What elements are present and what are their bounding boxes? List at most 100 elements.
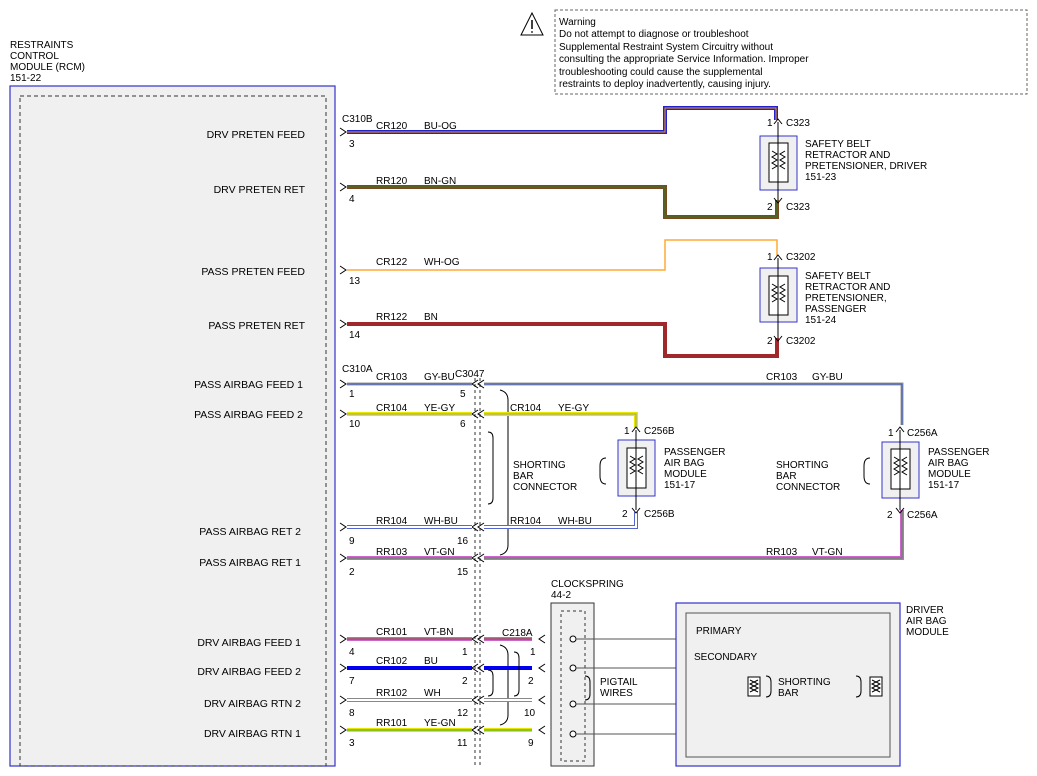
rcm-pin-label: DRV AIRBAG FEED 2 — [197, 666, 301, 678]
wire-label: BN — [424, 312, 438, 323]
svg-text:CONNECTOR: CONNECTOR — [513, 482, 577, 493]
wire-label: CR120 — [376, 121, 408, 132]
svg-text:1: 1 — [530, 647, 536, 658]
svg-text:2: 2 — [462, 676, 468, 687]
svg-text:YE-GY: YE-GY — [424, 403, 455, 414]
svg-text:9: 9 — [528, 738, 534, 749]
svg-text:SAFETY BELT: SAFETY BELT — [805, 139, 871, 150]
svg-text:1: 1 — [462, 647, 468, 658]
connector-c3047: C3047 5 6 16 15 1 2 12 11 — [455, 369, 509, 766]
warning-title: Warning — [559, 17, 596, 28]
rcm-pin-number: 2 — [349, 567, 355, 578]
connector-c310a: C310A — [342, 364, 373, 375]
passenger-airbag-c256a: 1 C256A 2 C256A PASSENGER AIR BAG MODULE… — [776, 426, 990, 521]
svg-text:PIGTAIL: PIGTAIL — [600, 677, 638, 688]
wire-label: CR122 — [376, 257, 408, 268]
svg-text:44-2: 44-2 — [551, 590, 571, 601]
rcm-pin-number: 13 — [349, 276, 361, 287]
svg-text:C3047: C3047 — [455, 369, 485, 380]
svg-text:PASSENGER: PASSENGER — [928, 447, 990, 458]
svg-text:1: 1 — [888, 428, 894, 439]
svg-text:RR103: RR103 — [376, 547, 408, 558]
preten-wire-labels: CR120 BU-OG RR120 BN-GN CR122 WH-OG RR12… — [376, 121, 460, 323]
svg-text:2: 2 — [622, 509, 628, 520]
svg-text:RR103: RR103 — [766, 547, 798, 558]
svg-text:VT-GN: VT-GN — [812, 547, 843, 558]
rcm-pin-number: 3 — [349, 139, 355, 150]
rcm-title-1: RESTRAINTS — [10, 40, 74, 51]
svg-text:AIR BAG: AIR BAG — [906, 616, 947, 627]
connector-c323-bottom: C323 — [786, 202, 810, 213]
svg-text:RR102: RR102 — [376, 688, 408, 699]
rcm-pin-label: PASS PRETEN FEED — [201, 266, 305, 278]
svg-text:BAR: BAR — [776, 471, 797, 482]
clockspring-terminal — [569, 664, 577, 672]
svg-text:PRETENSIONER,: PRETENSIONER, — [805, 293, 887, 304]
svg-text:PASSENGER: PASSENGER — [664, 447, 726, 458]
svg-text:YE-GN: YE-GN — [424, 718, 456, 729]
rcm-pin-label: PASS AIRBAG FEED 1 — [194, 379, 303, 391]
svg-text:15: 15 — [457, 567, 469, 578]
secondary-label: SECONDARY — [694, 652, 757, 663]
warning-box: Warning Do not attempt to diagnose or tr… — [520, 9, 1028, 95]
warning-line-4: troubleshooting could cause the suppleme… — [559, 67, 762, 78]
svg-text:16: 16 — [457, 536, 469, 547]
svg-text:BU: BU — [424, 656, 438, 667]
svg-text:1: 1 — [624, 426, 630, 437]
svg-text:2: 2 — [767, 202, 773, 213]
connector-c3202-bottom: C3202 — [786, 336, 816, 347]
svg-text:BAR: BAR — [778, 688, 799, 699]
svg-text:CONNECTOR: CONNECTOR — [776, 482, 840, 493]
svg-text:1: 1 — [767, 252, 773, 263]
connector-c218a: C218A 1 2 10 9 — [502, 628, 546, 749]
rcm-pin-number: 4 — [349, 647, 355, 658]
svg-text:WH: WH — [424, 688, 441, 699]
wire-cr103 — [347, 382, 904, 425]
svg-text:2: 2 — [767, 336, 773, 347]
resistor-icon — [629, 455, 644, 475]
svg-text:SHORTING: SHORTING — [776, 460, 829, 471]
svg-text:MODULE: MODULE — [664, 469, 707, 480]
svg-text:5: 5 — [460, 389, 466, 400]
rcm-pin-labels: DRV PRETEN FEED DRV PRETEN RET PASS PRET… — [194, 129, 306, 740]
wire-rr104 — [347, 512, 638, 529]
squib-icon — [748, 679, 760, 693]
svg-text:SHORTING: SHORTING — [778, 677, 831, 688]
dab-wire-labels: CR101 VT-BN CR102 BU RR102 WH RR101 YE-G… — [376, 627, 456, 729]
svg-text:10: 10 — [524, 708, 536, 719]
connector-c3202-top: C3202 — [786, 252, 816, 263]
warning-line-2: Supplemental Restraint System Circuitry … — [559, 42, 773, 53]
connector-c256a-top: C256A — [907, 428, 938, 439]
wire-rr120 — [347, 185, 779, 219]
connector-c323-top: C323 — [786, 118, 810, 129]
svg-text:VT-GN: VT-GN — [424, 547, 455, 558]
wire-label: RR122 — [376, 312, 408, 323]
connector-c256b-top: C256B — [644, 426, 675, 437]
svg-text:WH-BU: WH-BU — [424, 516, 458, 527]
wire-label: WH-OG — [424, 257, 460, 268]
svg-text:CR103: CR103 — [766, 372, 798, 383]
svg-text:RR101: RR101 — [376, 718, 408, 729]
warning-line-3: consulting the appropriate Service Infor… — [559, 54, 809, 65]
resistor-icon — [771, 283, 786, 303]
primary-label: PRIMARY — [696, 626, 742, 637]
warning-icon — [520, 11, 544, 36]
wire-label: BU-OG — [424, 121, 457, 132]
svg-text:151-17: 151-17 — [928, 480, 960, 491]
svg-text:BAR: BAR — [513, 471, 534, 482]
rcm-module: RESTRAINTS CONTROL MODULE (RCM) 151-22 C… — [9, 40, 373, 767]
clockspring-terminal — [569, 700, 577, 708]
rcm-pin-label: DRV AIRBAG RTN 2 — [204, 698, 301, 710]
rcm-pin-label: DRV PRETEN RET — [214, 184, 306, 196]
svg-text:GY-BU: GY-BU — [424, 372, 455, 383]
rcm-pin-number: 3 — [349, 738, 355, 749]
wire-cr122 — [347, 239, 778, 271]
svg-text:CR104: CR104 — [510, 403, 542, 414]
svg-text:CR104: CR104 — [376, 403, 408, 414]
driver-airbag-module: DRIVER AIR BAG MODULE PRIMARY SECONDARY … — [675, 602, 949, 767]
svg-text:AIR BAG: AIR BAG — [928, 458, 969, 469]
svg-text:SAFETY BELT: SAFETY BELT — [805, 271, 871, 282]
svg-text:6: 6 — [460, 419, 466, 430]
connector-c256a-bottom: C256A — [907, 510, 938, 521]
